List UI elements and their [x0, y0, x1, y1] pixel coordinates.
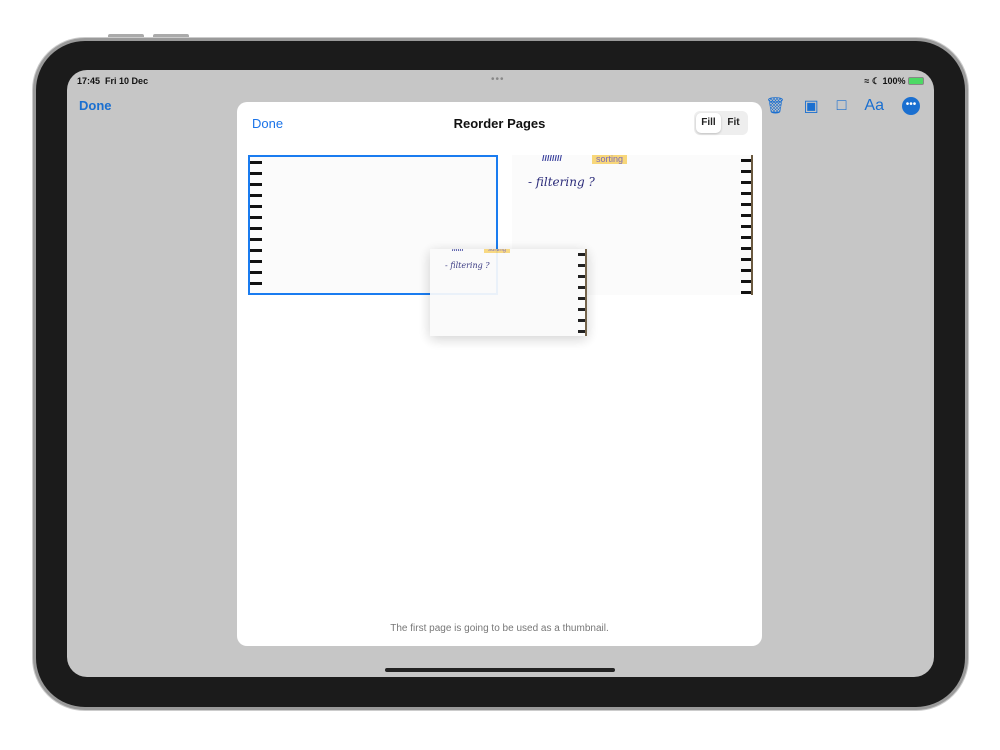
photos-icon[interactable]: ▣: [803, 98, 819, 115]
reorder-pages-sheet: Reorder Pages Done Fill Fit //////// sor…: [237, 102, 762, 646]
home-indicator[interactable]: [385, 668, 615, 672]
highlighted-text: sorting: [592, 155, 628, 164]
battery-icon: [908, 77, 924, 86]
text-style-button[interactable]: Aa: [864, 97, 884, 114]
background-done-button[interactable]: Done: [79, 98, 112, 113]
highlighted-text: sorting: [484, 249, 511, 253]
fill-fit-segmented-control[interactable]: Fill Fit: [694, 111, 748, 135]
date: Fri 10 Dec: [105, 76, 149, 86]
time: 17:45: [77, 76, 101, 86]
scan-document-icon[interactable]: □: [836, 97, 847, 114]
spiral-binding-icon: [250, 157, 262, 293]
fill-option[interactable]: Fill: [696, 113, 721, 133]
fit-option[interactable]: Fit: [727, 117, 740, 128]
dragged-page[interactable]: ////// sorting - filtering ?: [430, 249, 587, 336]
moon-icon: ☾: [871, 75, 880, 86]
volume-button: [153, 34, 189, 39]
done-button[interactable]: Done: [252, 116, 284, 131]
wifi-icon: ≈: [864, 75, 870, 86]
battery-percent: 100%: [882, 75, 906, 86]
trash-icon[interactable]: 🗑: [765, 98, 786, 115]
handwritten-note: - filtering ?: [528, 175, 595, 189]
multitasking-dots-icon[interactable]: •••: [491, 74, 505, 85]
thumbnail-hint: The first page is going to be used as a …: [390, 623, 609, 634]
spiral-binding-icon: [741, 155, 753, 295]
handwritten-note: - filtering ?: [445, 261, 490, 270]
status-bar: 17:45 Fri 10 Dec ≈ ☾ 100%: [77, 74, 924, 88]
scribble: ////////: [542, 155, 563, 163]
sheet-title: Reorder Pages: [453, 116, 546, 131]
volume-button: [108, 34, 144, 39]
scribble: //////: [452, 249, 464, 253]
spiral-binding-icon: [578, 249, 587, 336]
page-thumbnail-2[interactable]: //////// sorting - filtering ?: [512, 155, 753, 295]
more-icon[interactable]: •••: [902, 97, 920, 115]
